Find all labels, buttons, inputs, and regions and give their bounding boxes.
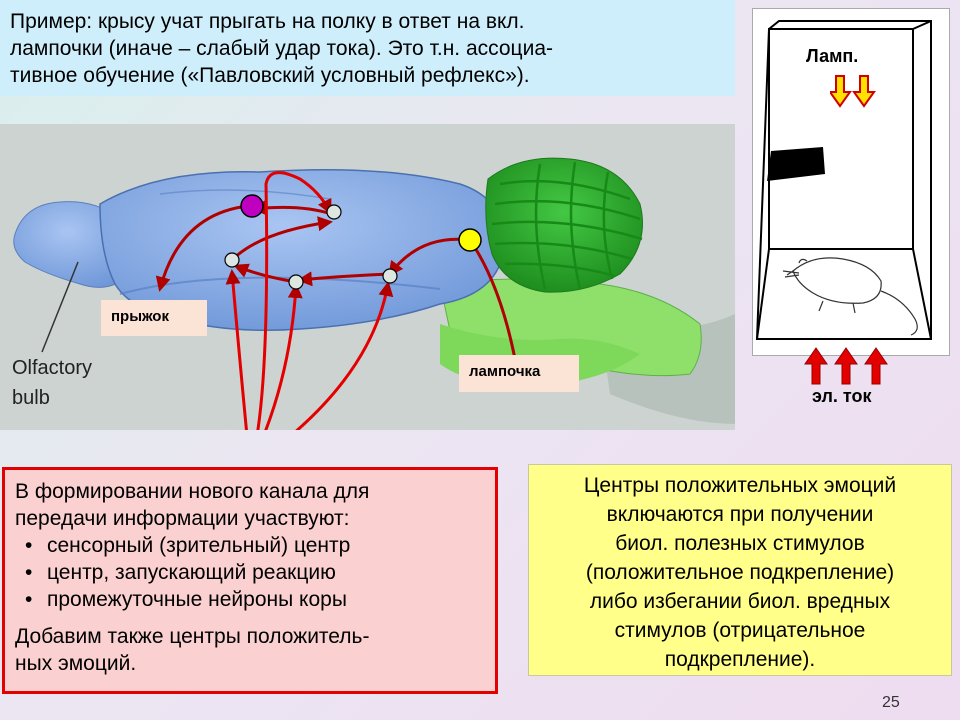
- emotions-info-box: Центры положительных эмоций включаются п…: [528, 464, 952, 676]
- lamp-label: лампочка: [459, 355, 579, 392]
- emotions-line: биол. полезных стимулов: [615, 532, 865, 555]
- list-item: центр, запускающий реакцию: [25, 559, 485, 586]
- emotion-center-node: [240, 194, 264, 218]
- brain-illustration: [0, 124, 735, 430]
- info-line-1: В формировании нового канала для: [15, 480, 370, 503]
- current-arrows-icon: [804, 347, 888, 385]
- list-item: промежуточные нейроны коры: [25, 586, 485, 613]
- current-label: эл. ток: [812, 386, 872, 406]
- participants-info-box: В формировании нового канала для передач…: [2, 467, 498, 694]
- emotions-line: подкрепление).: [664, 648, 816, 671]
- emotion-pathways: [225, 171, 394, 430]
- emotions-line: либо избегании биол. вредных: [589, 590, 891, 613]
- cortex-neuron-node: [382, 268, 398, 284]
- info-line-2: передачи информации участвуют:: [15, 507, 350, 530]
- intro-text-box: Пример: крысу учат прыгать на полку в от…: [0, 0, 735, 96]
- olfactory-label-line-1: Olfactory: [12, 357, 93, 379]
- motor-center-node: [224, 252, 240, 268]
- cage-illustration: [752, 8, 950, 356]
- intro-line-3: тивное обучение («Павловский условный ре…: [10, 64, 530, 87]
- closing-line-2: ных эмоций.: [15, 652, 137, 675]
- closing-text: Добавим также центры положитель- ных эмо…: [15, 623, 485, 677]
- cortex-neuron-node: [326, 204, 342, 220]
- cerebellum: [485, 157, 643, 293]
- cortex-neuron-node: [288, 274, 304, 290]
- brain-drawing: [13, 157, 735, 430]
- jump-label: прыжок: [101, 300, 207, 336]
- shelf: [767, 147, 825, 181]
- sensory-visual-center-node: [458, 228, 482, 252]
- olfactory-bulb-label: Olfactory bulb: [12, 353, 92, 413]
- page-number: 25: [882, 694, 900, 711]
- participants-list: сенсорный (зрительный) центр центр, запу…: [15, 532, 485, 613]
- closing-line-1: Добавим также центры положитель-: [15, 625, 370, 648]
- olfactory-label-line-2: bulb: [12, 387, 50, 409]
- list-item: сенсорный (зрительный) центр: [25, 532, 485, 559]
- emotions-line: стимулов (отрицательное: [614, 619, 866, 642]
- intro-line-2: лампочки (иначе – слабый удар тока). Это…: [10, 37, 553, 60]
- cage-drawing: [755, 20, 932, 340]
- rat-icon: [782, 257, 918, 336]
- emotions-line: Центры положительных эмоций: [583, 474, 897, 497]
- emotions-line: включаются при получении: [606, 503, 874, 526]
- intro-line-1: Пример: крысу учат прыгать на полку в от…: [10, 10, 525, 33]
- emotions-line: (положительное подкрепление): [585, 561, 895, 584]
- lamp-arrows-icon: [830, 75, 876, 108]
- cage-lamp-label: Ламп.: [806, 46, 859, 66]
